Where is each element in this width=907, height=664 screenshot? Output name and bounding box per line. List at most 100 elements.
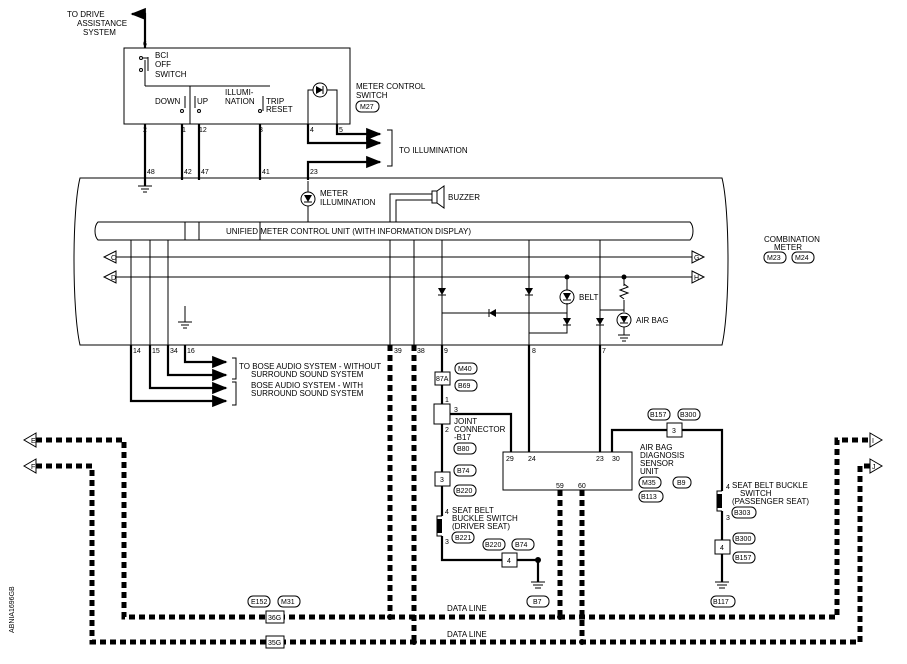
svg-text:SEAT BELT BUCKLE: SEAT BELT BUCKLE [732, 481, 808, 490]
b157b-label: B157 [735, 555, 751, 562]
e152-tag [247, 595, 271, 608]
m23-label: M23 [767, 255, 781, 262]
joint-pin-3: 3 [454, 407, 458, 414]
meter-illumination-label: METER ILLUMINATION [320, 189, 376, 207]
e152-label: E152 [251, 599, 267, 606]
svg-text:J: J [872, 464, 876, 471]
belt-lamp-icon [559, 289, 575, 305]
b300b-label: B300 [735, 536, 751, 543]
passenger-buckle-label: SEAT BELT BUCKLE SWITCH (PASSENGER SEAT) [732, 481, 809, 506]
unified-unit-label: UNIFIED METER CONTROL UNIT (WITH INFORMA… [226, 227, 471, 236]
b300b-tag [732, 532, 756, 545]
svg-text:METER: METER [774, 243, 802, 252]
bose-wire-34 [166, 345, 228, 382]
data-line-label-1: DATA LINE [447, 604, 487, 613]
belt-label: BELT [579, 293, 599, 302]
wire-sensor30-b157 [610, 428, 667, 452]
svg-text:C: C [111, 255, 116, 262]
data-line-bus [36, 345, 870, 645]
svg-text:(PASSENGER SEAT): (PASSENGER SEAT) [732, 497, 809, 506]
diagram-id: ABNIA1696GB [9, 586, 16, 633]
m31-label: M31 [281, 599, 295, 606]
pass-buckle-pin-4: 4 [726, 484, 730, 491]
svg-text:14: 14 [133, 348, 141, 355]
illumination-label: ILLUMI- NATION [225, 88, 255, 106]
svg-text:4: 4 [310, 127, 314, 134]
b157-tag [647, 408, 671, 421]
meter-lower-wires [389, 240, 601, 345]
unified-meter-control-unit [94, 221, 694, 241]
wire-buckle-ground [440, 536, 502, 562]
b74-label: B74 [457, 468, 470, 475]
air-bag-label: AIR BAG [636, 316, 668, 325]
svg-text:G: G [694, 255, 699, 262]
svg-text:JOINT: JOINT [454, 417, 477, 426]
b303-label: B303 [734, 510, 750, 517]
svg-text:SURROUND SOUND SYSTEM: SURROUND SOUND SYSTEM [251, 389, 364, 398]
bose-labels: TO BOSE AUDIO SYSTEM - WITHOUT SURROUND … [239, 362, 381, 398]
connector-4-passenger-label: 4 [720, 545, 724, 552]
svg-text:59: 59 [556, 483, 564, 490]
bose-wire-14 [129, 345, 228, 408]
switch-pin-labels: 2 1 12 3 4 5 [143, 127, 343, 134]
meter-top-pin-labels: 48 42 47 41 23 [147, 169, 318, 176]
svg-text:TRIP: TRIP [266, 97, 284, 106]
svg-text:METER CONTROL: METER CONTROL [356, 82, 426, 91]
b113-label: B113 [641, 494, 657, 501]
svg-text:AIR BAG: AIR BAG [640, 443, 672, 452]
m24-tag [791, 251, 815, 264]
m31-tag [277, 595, 301, 608]
svg-text:30: 30 [612, 456, 620, 463]
svg-text:42: 42 [184, 169, 192, 176]
svg-text:15: 15 [152, 348, 160, 355]
svg-text:F: F [31, 464, 35, 471]
j-arrow-icon: J [869, 458, 883, 474]
wire-pin23-illumination [306, 155, 382, 180]
b157b-tag [732, 551, 756, 564]
svg-text:SYSTEM: SYSTEM [83, 28, 116, 37]
svg-text:SWITCH: SWITCH [155, 70, 187, 79]
wire-pin4-illumination [306, 124, 382, 150]
m35-tag [638, 476, 662, 489]
sensor-pin-labels: 29 24 23 30 59 60 [506, 456, 620, 490]
b80-tag [453, 442, 477, 455]
b9-tag [672, 476, 692, 489]
svg-text:7: 7 [602, 348, 606, 355]
joint-connector [433, 403, 451, 425]
connector-3-passenger-label: 3 [672, 428, 676, 435]
svg-text:BCI: BCI [155, 51, 168, 60]
b117-tag [710, 595, 736, 608]
connector-35g [265, 635, 285, 649]
b69-tag [454, 379, 478, 392]
svg-text:1: 1 [182, 127, 186, 134]
b74b-tag [511, 538, 535, 551]
svg-text:5: 5 [339, 127, 343, 134]
svg-text:60: 60 [578, 483, 586, 490]
i-arrow-icon: I [869, 432, 883, 448]
joint-pin-1: 1 [445, 397, 449, 404]
svg-text:16: 16 [187, 348, 195, 355]
svg-text:39: 39 [394, 348, 402, 355]
wire-ground-b7 [517, 558, 540, 582]
ground-junction-dot [535, 557, 541, 563]
bose-wire-15 [148, 345, 228, 395]
b9-label: B9 [677, 480, 686, 487]
meter-inner-wires [130, 222, 261, 345]
meter-control-switch-title: METER CONTROL SWITCH [356, 82, 426, 100]
svg-text:E: E [31, 438, 36, 445]
driver-buckle-label: SEAT BELT BUCKLE SWITCH (DRIVER SEAT) [452, 506, 518, 531]
connector-4-driver-label: 4 [507, 558, 511, 565]
line-d-arrow-icon: D [102, 270, 117, 284]
passenger-buckle-switch-icon [716, 490, 722, 512]
driver-buckle-switch-icon [436, 515, 442, 537]
svg-text:24: 24 [528, 456, 536, 463]
m40-tag [454, 362, 478, 375]
b7-tag [526, 595, 550, 608]
f-arrow-icon: F [23, 458, 37, 474]
connector-87a-label: 87A [436, 376, 449, 383]
b7-label: B7 [533, 599, 542, 606]
svg-text:(DRIVER SEAT): (DRIVER SEAT) [452, 522, 510, 531]
m40-label: M40 [458, 366, 472, 373]
b117-label: B117 [713, 599, 729, 606]
